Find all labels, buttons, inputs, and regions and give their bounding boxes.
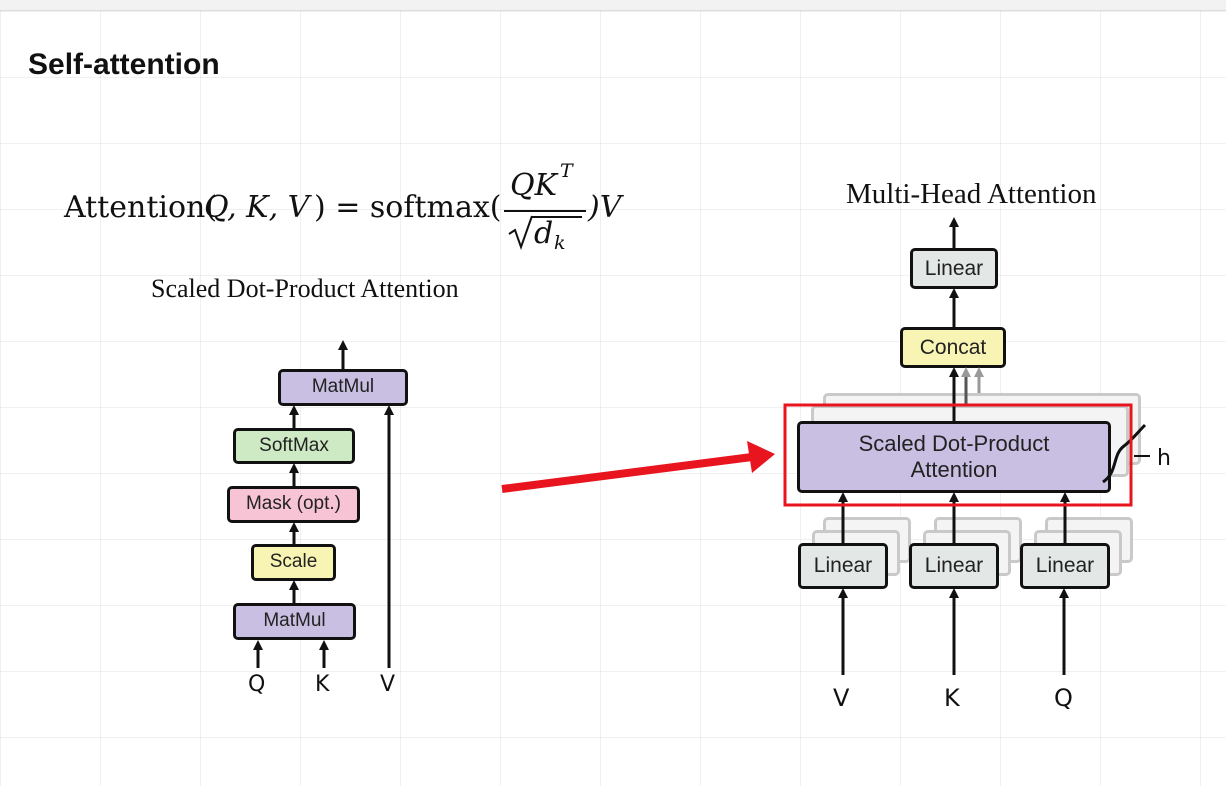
mha-concat-box: Concat <box>900 327 1006 368</box>
formula-denominator-sub: k <box>554 232 566 254</box>
attention-formula: Attention( Q, K, V ) = softmax( QK T d k… <box>64 160 664 258</box>
highlight-arrow <box>501 453 753 493</box>
mha-input-v: V <box>833 684 850 712</box>
sdpa-input-q: Q <box>248 672 266 697</box>
formula-lhs: Attention( <box>64 190 218 225</box>
formula-numerator: QK <box>510 168 558 203</box>
sqrt-bar <box>532 216 582 218</box>
formula-softmax: ) = softmax( <box>314 190 502 225</box>
mha-attention-box: Scaled Dot-Product Attention <box>797 421 1111 493</box>
sdpa-input-k: K <box>315 672 330 697</box>
mha-linear-k-box: Linear <box>909 543 999 589</box>
sdpa-scale-box: Scale <box>251 544 336 581</box>
formula-tail: )V <box>588 190 622 225</box>
page-title: Self-attention <box>28 48 220 81</box>
mha-input-q: Q <box>1054 684 1073 712</box>
sdpa-matmul-top-box: MatMul <box>278 369 408 406</box>
sqrt-icon <box>508 215 533 250</box>
h-brace-icon <box>1102 423 1147 484</box>
sdpa-title: Scaled Dot-Product Attention <box>151 274 459 303</box>
formula-args: Q, K, V <box>204 190 310 225</box>
formula-denominator: d <box>534 216 554 251</box>
mha-linear-v-box: Linear <box>798 543 888 589</box>
sdpa-matmul-bottom-box: MatMul <box>233 603 356 640</box>
highlight-rect <box>783 403 1133 507</box>
mha-linear-q-box: Linear <box>1020 543 1110 589</box>
sdpa-softmax-box: SoftMax <box>233 428 355 464</box>
formula-numerator-sup: T <box>560 160 573 182</box>
fraction-bar <box>504 210 586 212</box>
mha-title: Multi-Head Attention <box>846 178 1097 210</box>
attention-label-line2: Attention <box>910 457 998 482</box>
mha-h-label: h <box>1157 446 1171 471</box>
top-bar <box>0 0 1226 11</box>
sdpa-input-v: V <box>380 672 396 697</box>
attention-label-line1: Scaled Dot-Product <box>858 430 1050 456</box>
mha-input-k: K <box>944 684 960 712</box>
sdpa-mask-box: Mask (opt.) <box>227 486 360 523</box>
highlight-arrow-head <box>747 441 775 473</box>
mha-linear-top-box: Linear <box>910 248 998 289</box>
